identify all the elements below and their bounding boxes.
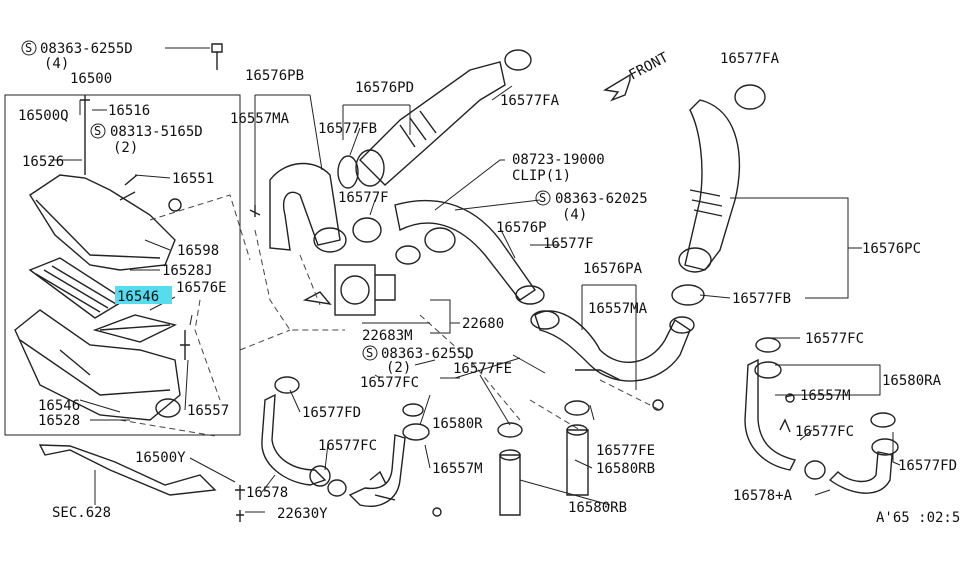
callout-16577fa-b: 16577FA (720, 51, 780, 67)
callout-16551: 16551 (172, 171, 214, 187)
callout-qty2-b: (2) (386, 360, 411, 376)
callout-16578-left: 16578 (246, 485, 288, 501)
duct-16576pa (530, 310, 695, 411)
bolt-top (211, 43, 223, 70)
callout-16580rb-a: 16580RB (596, 461, 655, 477)
callout-08313-5165d: 08313-5165D (110, 124, 203, 140)
duct-16576pb (249, 162, 347, 253)
callout-16577fc-b: 16577FC (318, 438, 377, 454)
callout-16526: 16526 (22, 154, 64, 170)
callout-16577fa-a: 16577FA (500, 93, 560, 109)
center-leader-lines (254, 85, 862, 426)
svg-text:S: S (25, 41, 32, 55)
callout-16577fe-a: 16577FE (453, 361, 512, 377)
callout-16557m-b: 16557M (800, 388, 851, 404)
callout-22680: 22680 (462, 316, 504, 332)
callout-16576pd: 16576PD (355, 80, 414, 96)
svg-text:S: S (539, 191, 546, 205)
callout-16577fd-b: 16577FD (898, 458, 957, 474)
callout-16557: 16557 (187, 403, 229, 419)
callout-16576e: 16576E (176, 280, 227, 296)
callout-16577fe-b: 16577FE (596, 443, 655, 459)
callout-08723-19000: 08723-19000 (512, 152, 605, 168)
left-dashed-leaders (119, 194, 291, 437)
s-marker-2: S (90, 123, 106, 139)
throttle-body-22680 (302, 264, 396, 316)
air-cleaner-cover (29, 95, 182, 271)
duct-16580ra (744, 337, 899, 494)
callout-16576pc: 16576PC (862, 241, 921, 257)
callout-16546-highlighted: 16546 (117, 289, 159, 305)
center-dashed-leaders (254, 229, 661, 431)
callout-16577fb-b: 16577FB (732, 291, 791, 307)
air-cleaner-lower-case (14, 309, 190, 421)
callout-16580r: 16580R (432, 416, 483, 432)
duct-16500y (38, 444, 245, 522)
left-leader-lines (50, 47, 265, 513)
svg-text:S: S (366, 346, 373, 360)
callout-22630y: 22630Y (277, 506, 328, 522)
callout-16598: 16598 (177, 243, 219, 259)
callout-16528: 16528 (38, 413, 80, 429)
callout-16577fb-a: 16577FB (318, 121, 377, 137)
callout-08363-6255d-b: 08363-6255D (381, 346, 474, 362)
callout-16546: 16546 (38, 398, 80, 414)
callout-16576pa: 16576PA (583, 261, 643, 277)
callout-08363-62025: 08363-62025 (555, 191, 648, 207)
callout-16577f-a: 16577F (338, 190, 389, 206)
callout-16576pb: 16576PB (245, 68, 304, 84)
callout-16500y: 16500Y (135, 450, 186, 466)
callout-front: FRONT (626, 49, 671, 83)
callout-16557ma-a: 16557MA (230, 111, 290, 127)
callout-sec628: SEC.628 (52, 505, 111, 521)
callout-16577fc-d: 16577FC (795, 424, 854, 440)
callout-16576p: 16576P (496, 220, 547, 236)
callout-16577fd-a: 16577FD (302, 405, 361, 421)
highlight-16546 (115, 286, 172, 304)
duct-16576pd (337, 49, 532, 189)
callout-16577fc-c: 16577FC (805, 331, 864, 347)
callout-16557m-a: 16557M (432, 461, 483, 477)
callout-16580rb-b: 16580RB (568, 500, 627, 516)
svg-text:S: S (94, 124, 101, 138)
duct-16578 (261, 376, 347, 497)
duct-16580r (348, 403, 442, 517)
s-marker-4: S (362, 345, 378, 361)
lower-leader-lines (261, 337, 901, 506)
s-marker-3: S (535, 190, 551, 206)
duct-16576p (352, 199, 545, 305)
callout-16577f-b: 16577F (543, 236, 594, 252)
callout-16500: 16500 (70, 71, 112, 87)
callout-08363-6255d-top: 08363-6255D (40, 41, 133, 57)
callout-16580ra: 16580RA (882, 373, 942, 389)
figure-code: A'65 :02:5 (876, 510, 960, 526)
duct-16576pc (671, 84, 766, 306)
air-cleaner-frame (4, 94, 241, 436)
callout-22683m: 22683M (362, 328, 413, 344)
callout-clip: CLIP(1) (512, 168, 571, 184)
s-marker-1: S (21, 40, 37, 56)
callout-16516: 16516 (108, 103, 150, 119)
tube-16580rb-a (497, 422, 523, 516)
callout-16557ma-b: 16557MA (588, 301, 648, 317)
callout-16528j: 16528J (162, 263, 213, 279)
tube-16580rb-b (564, 400, 590, 496)
callout-qty4-b: (4) (562, 207, 587, 223)
callout-qty4-top: (4) (44, 56, 69, 72)
callout-qty2-a: (2) (113, 140, 138, 156)
callout-16577fc-a: 16577FC (360, 375, 419, 391)
callout-16578-a: 16578+A (733, 488, 793, 504)
front-arrow (602, 73, 631, 102)
callout-16500q: 16500Q (18, 108, 69, 124)
